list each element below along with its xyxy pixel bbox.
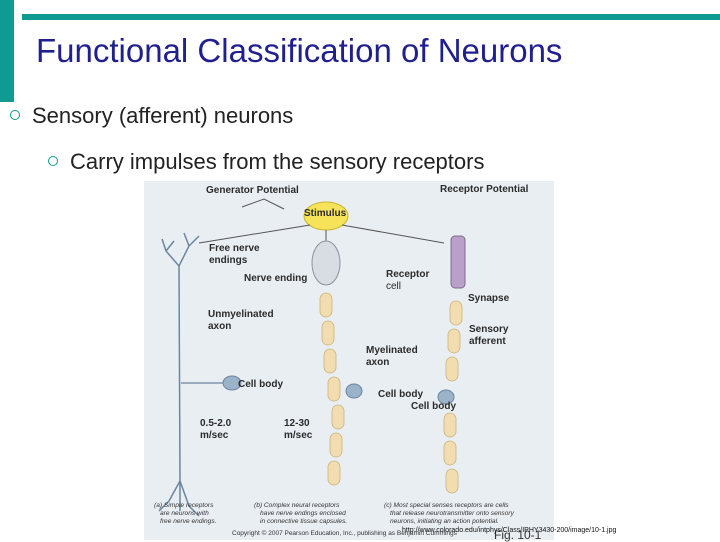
bullet-level-1-text: Sensory (afferent) neurons <box>32 103 294 128</box>
label-nerve-ending: Nerve ending <box>244 273 307 284</box>
label-myelinated-2: axon <box>366 357 389 368</box>
figure-label: Fig. 10-1 <box>494 528 542 542</box>
capsule-icon <box>311 240 341 286</box>
caption-c-2: that release neurotransmitter onto senso… <box>390 510 515 517</box>
label-speed-b-1: 12-30 <box>284 418 310 429</box>
bullet-level-2-text: Carry impulses from the sensory receptor… <box>70 149 485 174</box>
bullet-level-1: Sensory (afferent) neurons <box>10 103 293 129</box>
label-speed-b-2: m/sec <box>284 430 313 441</box>
caption-b-3: in connective tissue capsules. <box>260 518 347 525</box>
label-free-nerve-1: Free nerve <box>209 243 260 254</box>
label-stimulus: Stimulus <box>304 208 347 219</box>
myelin-segments-b <box>319 292 345 486</box>
label-unmyelinated-2: axon <box>208 321 231 332</box>
label-speed-a-2: m/sec <box>200 430 229 441</box>
caption-a-2: are neurons with <box>160 510 209 517</box>
label-cell-body-b: Cell body <box>378 389 423 400</box>
source-url[interactable]: http://www.colorado.edu/intphys/Class/IP… <box>402 527 617 534</box>
label-unmyelinated-1: Unmyelinated <box>208 309 274 320</box>
label-generator-potential: Generator Potential <box>206 185 299 196</box>
slide-title: Functional Classification of Neurons <box>36 32 563 69</box>
label-receptor-potential: Receptor Potential <box>440 184 529 195</box>
caption-c-1: (c) Most special senses receptors are ce… <box>384 502 509 509</box>
myelin-segments-c <box>443 300 463 494</box>
label-synapse: Synapse <box>468 293 510 304</box>
bullet-dot-icon <box>10 110 20 120</box>
bullet-level-2: Carry impulses from the sensory receptor… <box>48 149 484 175</box>
caption-b-2: have nerve endings enclosed <box>260 510 346 517</box>
label-receptor-2: cell <box>386 281 401 292</box>
arrow-stimulus-a <box>198 224 311 244</box>
bracket-generator <box>241 198 285 210</box>
neuron-figure: Generator Potential Receptor Potential S… <box>144 181 554 540</box>
caption-a-3: free nerve endings. <box>160 518 217 525</box>
accent-bar-left <box>0 0 14 102</box>
caption-b-1: (b) Complex neural receptors <box>254 502 340 509</box>
label-receptor-1: Receptor <box>386 269 429 280</box>
label-speed-a-1: 0.5-2.0 <box>200 418 232 429</box>
caption-a-1: (a) Simple receptors <box>154 502 214 509</box>
label-sensory-afferent-2: afferent <box>469 336 506 347</box>
bullet-dot-icon <box>48 156 58 166</box>
label-cell-body-a: Cell body <box>238 379 283 390</box>
arrow-stimulus-c <box>341 224 445 244</box>
label-cell-body-c: Cell body <box>411 401 456 412</box>
neuron-a <box>158 232 200 517</box>
copyright-text: Copyright © 2007 Pearson Education, Inc.… <box>232 530 457 537</box>
caption-c-3: neurons, initiating an action potential. <box>390 518 499 525</box>
label-myelinated-1: Myelinated <box>366 345 418 356</box>
cell-body-c-icon <box>437 389 455 405</box>
label-free-nerve-2: endings <box>209 255 248 266</box>
neuron-diagram: Generator Potential Receptor Potential S… <box>154 184 529 525</box>
label-sensory-afferent-1: Sensory <box>469 324 509 335</box>
cell-body-b-icon <box>345 383 363 399</box>
receptor-cell-icon <box>450 235 466 289</box>
accent-bar-top <box>22 14 720 20</box>
